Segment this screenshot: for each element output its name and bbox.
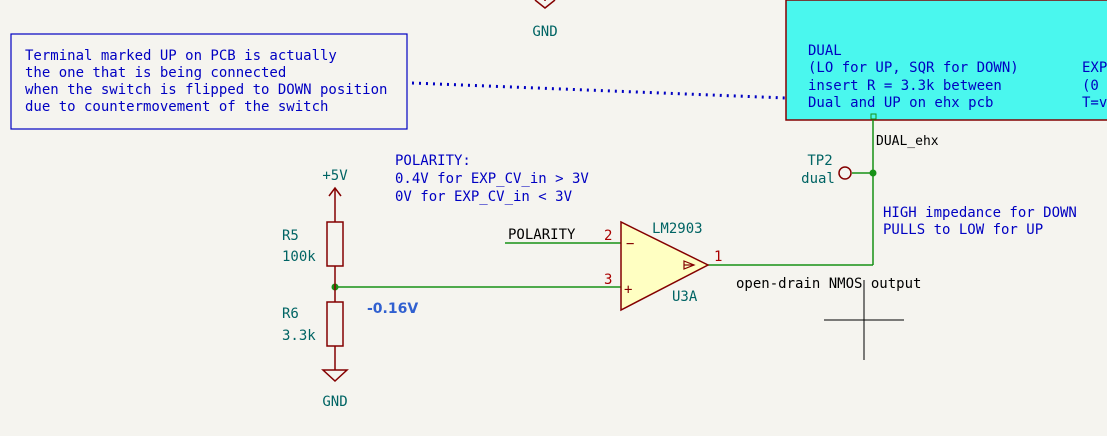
r6-value: 3.3k bbox=[282, 328, 316, 344]
tp2-value: dual bbox=[801, 171, 835, 187]
r5-ref: R5 bbox=[282, 228, 299, 244]
comparator-u3a[interactable]: − + LM2903 U3A 2 3 1 bbox=[604, 220, 722, 312]
opamp-ref: U3A bbox=[672, 289, 698, 305]
resistor-r5[interactable]: R5 100k bbox=[282, 221, 344, 287]
sheet-line-3: insert R = 3.3k between bbox=[808, 78, 1002, 94]
bottom-gnd-symbol[interactable]: GND bbox=[321, 369, 349, 410]
tp2-ref: TP2 bbox=[807, 153, 832, 169]
impedance-line-1: HIGH impedance for DOWN bbox=[883, 205, 1077, 221]
wires bbox=[335, 120, 874, 288]
noninverting-input-sign: + bbox=[624, 282, 632, 298]
sheet-fragment-1: EXP bbox=[1082, 60, 1107, 76]
note-line-3: when the switch is flipped to DOWN posit… bbox=[25, 82, 387, 98]
net-label-polarity: POLARITY bbox=[508, 227, 576, 243]
power-5v-label: +5V bbox=[322, 168, 348, 184]
pin-number-output: 1 bbox=[714, 249, 722, 265]
resistor-r6[interactable]: R6 3.3k bbox=[282, 287, 344, 370]
pin-number-inverting: 2 bbox=[604, 228, 612, 244]
sheet-fragment-3: T=v bbox=[1082, 95, 1107, 111]
polarity-line-3: 0V for EXP_CV_in < 3V bbox=[395, 189, 573, 205]
sheet-pin[interactable] bbox=[870, 113, 877, 120]
hierarchical-sheet[interactable]: DUAL (LO for UP, SQR for DOWN) insert R … bbox=[785, 0, 1107, 121]
power-5v-symbol[interactable]: +5V bbox=[322, 168, 348, 222]
voltage-probe-label: -0.16V bbox=[367, 301, 418, 317]
note-line-2: the one that is being connected bbox=[25, 65, 286, 81]
note-line-1: Terminal marked UP on PCB is actually bbox=[25, 48, 337, 64]
r6-ref: R6 bbox=[282, 306, 299, 322]
top-gnd-label: GND bbox=[532, 24, 557, 40]
note-line-4: due to countermovement of the switch bbox=[25, 99, 328, 115]
testpoint-tp2[interactable]: TP2 dual bbox=[801, 153, 852, 187]
output-type-note: open-drain NMOS output bbox=[736, 276, 921, 292]
note-pointer-line bbox=[411, 81, 787, 100]
sheet-line-1: DUAL bbox=[808, 43, 842, 59]
inverting-input-sign: − bbox=[626, 236, 634, 252]
bottom-gnd-label: GND bbox=[322, 394, 347, 410]
opamp-value: LM2903 bbox=[652, 221, 703, 237]
sheet-fragment-2: (0 bbox=[1082, 78, 1099, 94]
pin-number-noninverting: 3 bbox=[604, 272, 612, 288]
net-label-dual-ehx: DUAL_ehx bbox=[876, 134, 939, 149]
r5-value: 100k bbox=[282, 249, 316, 265]
impedance-note: HIGH impedance for DOWN PULLS to LOW for… bbox=[883, 205, 1077, 238]
crosshair-cursor-icon bbox=[824, 280, 904, 360]
junction-testpoint bbox=[869, 169, 877, 177]
polarity-line-2: 0.4V for EXP_CV_in > 3V bbox=[395, 171, 589, 187]
impedance-line-2: PULLS to LOW for UP bbox=[883, 222, 1043, 238]
sheet-line-2: (LO for UP, SQR for DOWN) bbox=[808, 60, 1019, 76]
polarity-note: POLARITY: 0.4V for EXP_CV_in > 3V 0V for… bbox=[395, 153, 589, 205]
note-box: Terminal marked UP on PCB is actually th… bbox=[10, 33, 408, 130]
top-gnd-symbol: GND bbox=[532, 0, 558, 40]
sheet-line-4: Dual and UP on ehx pcb bbox=[808, 95, 993, 111]
polarity-line-1: POLARITY: bbox=[395, 153, 471, 169]
